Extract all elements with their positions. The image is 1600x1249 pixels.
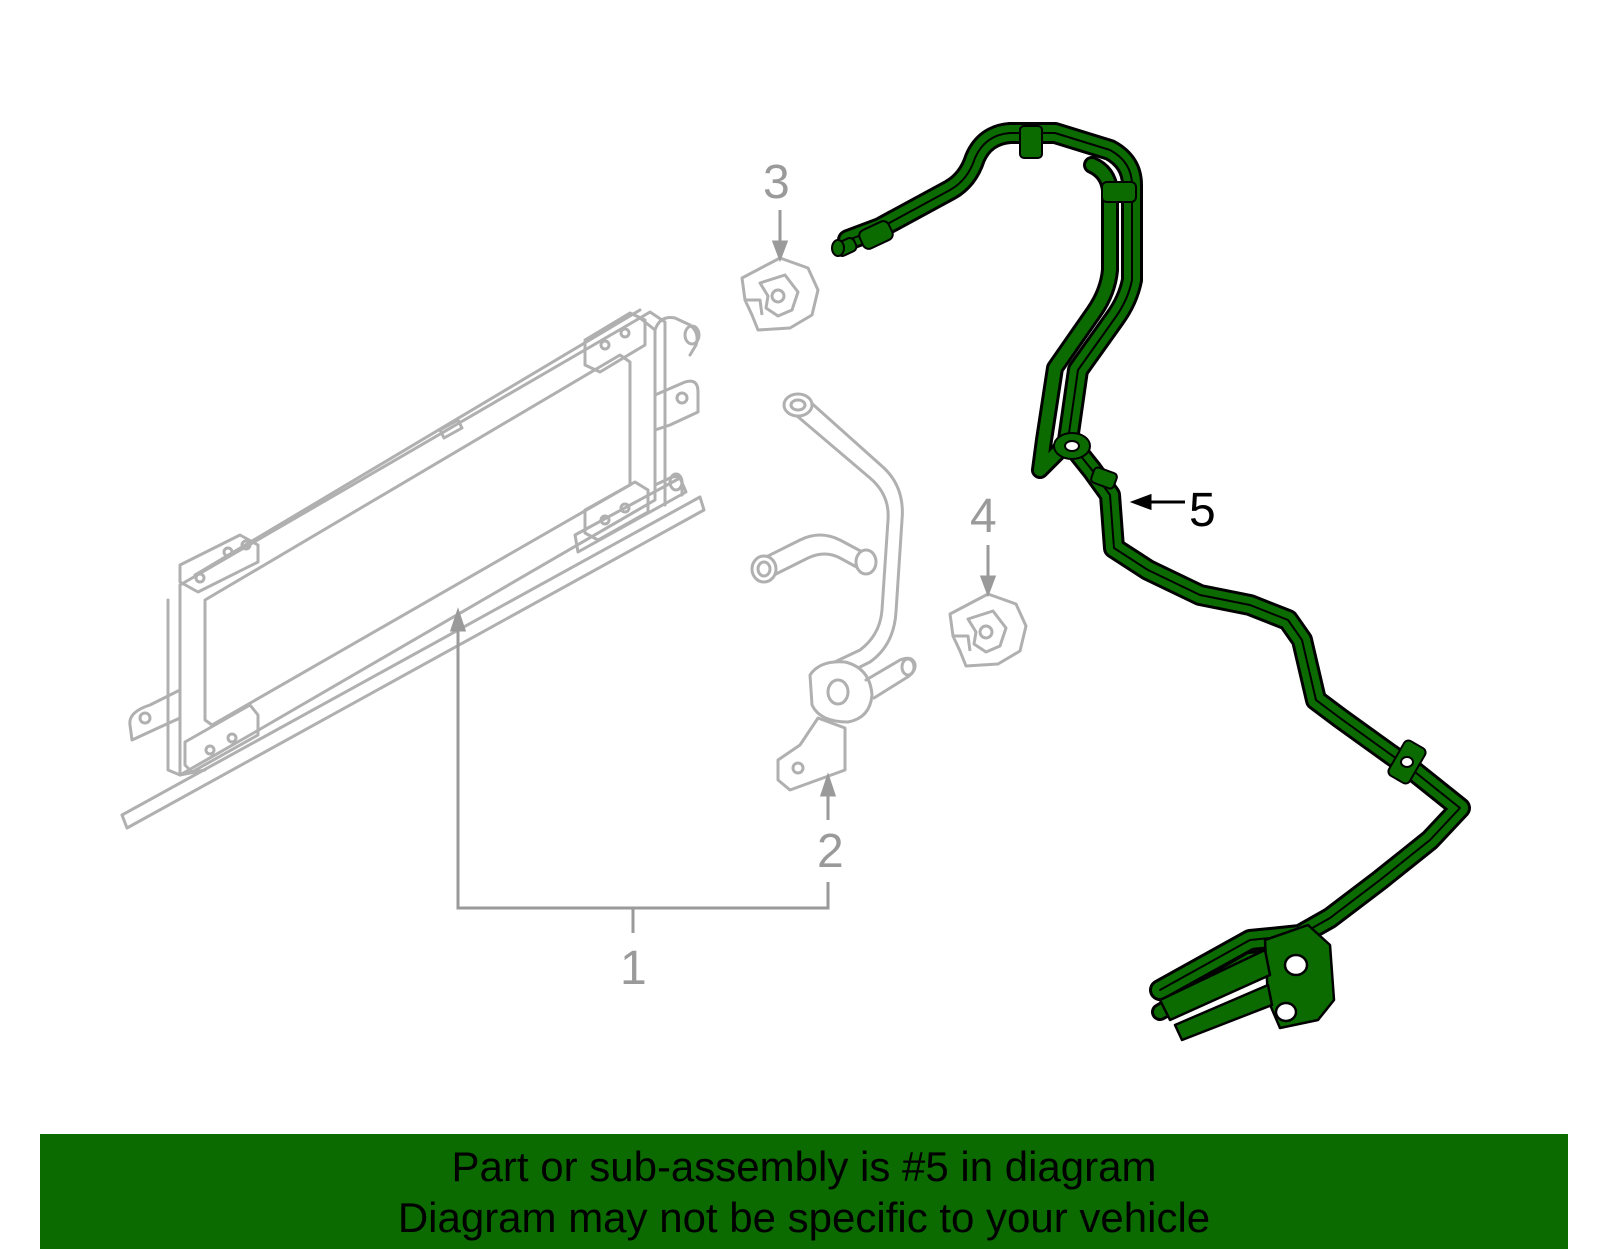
callout-5: 5 [1189,484,1216,537]
leader-lines [449,210,997,933]
footer-banner-background [40,1134,1568,1249]
part-1-cooler-assembly [120,308,706,830]
part-2-tube-assembly [750,392,917,792]
part-3-clip [740,256,820,332]
footer-line-2: Diagram may not be specific to your vehi… [397,1193,1211,1241]
leader-line-5 [1129,493,1185,511]
footer-banner: Part or sub-assembly is #5 in diagram Di… [40,1134,1568,1249]
callout-4: 4 [970,490,997,543]
part-5-cooler-line [831,122,1471,1042]
callout-1: 1 [620,942,647,995]
footer-line-1: Part or sub-assembly is #5 in diagram [451,1142,1157,1190]
part-4-clip [948,592,1028,668]
callout-3: 3 [763,156,790,209]
callout-2: 2 [817,825,844,878]
